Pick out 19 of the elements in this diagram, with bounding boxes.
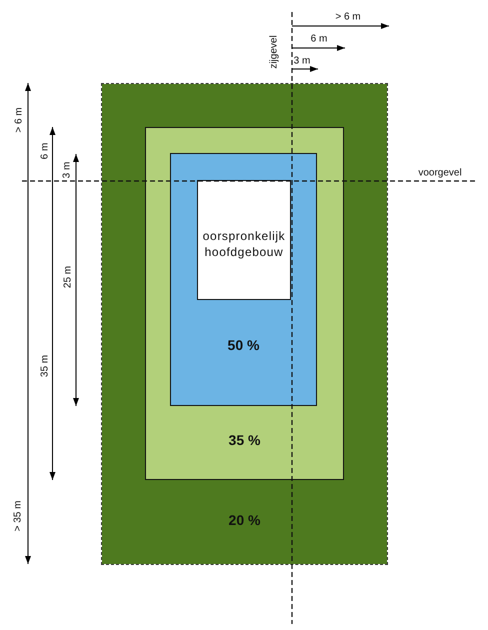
dimension-label: > 6 m xyxy=(335,12,361,22)
dimension-label: > 35 m xyxy=(12,500,24,532)
percentage-label: 35 % xyxy=(228,432,260,448)
dimension-label: 6 m xyxy=(40,142,50,160)
dimension-label: 25 m xyxy=(62,266,74,288)
outer-zone xyxy=(101,83,388,565)
dimension-label: 3 m xyxy=(294,56,310,66)
middle-zone xyxy=(145,127,344,480)
dimension-label: 6 m xyxy=(310,34,328,44)
building-label: oorspronkelijk hoofdgebouw xyxy=(202,228,286,260)
facade-line-label: voorgevel xyxy=(418,168,462,178)
inner-zone xyxy=(170,153,317,406)
building-footprint xyxy=(197,180,291,300)
dimension-label: 3 m xyxy=(62,162,72,178)
facade-line-label: zijgevel xyxy=(268,35,280,69)
dimension-label: > 6 m xyxy=(14,107,24,133)
percentage-label: 50 % xyxy=(228,337,260,353)
percentage-label: 20 % xyxy=(228,512,260,528)
dimension-label: 35 m xyxy=(40,354,50,378)
